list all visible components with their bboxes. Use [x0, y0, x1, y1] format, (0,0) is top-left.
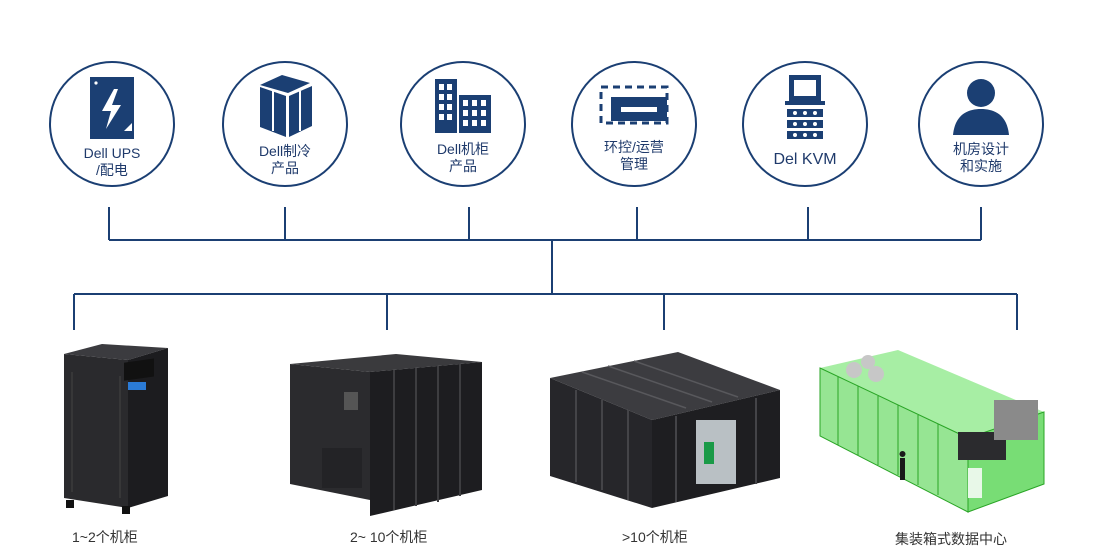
category-label-line2: 管理 [620, 156, 648, 172]
category-label-line2: 产品 [271, 160, 299, 176]
monitoring-screen-icon [599, 85, 669, 125]
person-icon [953, 79, 1009, 135]
ups-battery-icon [90, 77, 134, 139]
cooling-box-icon [260, 75, 312, 137]
category-circle-cabinet: Dell机柜 产品 [400, 61, 526, 187]
category-circle-kvm: Del KVM [742, 61, 868, 187]
category-circle-design: 机房设计 和实施 [918, 61, 1044, 187]
category-label-line2: /配电 [96, 162, 128, 178]
category-label-line2: 和实施 [960, 158, 1002, 174]
container-datacenter-image [819, 350, 1045, 513]
category-label-line1: 机房设计 [953, 141, 1009, 157]
category-circle-monitoring: 环控/运营 管理 [571, 61, 697, 187]
category-circle-ups: Dell UPS /配电 [49, 61, 175, 187]
product-caption: 集装箱式数据中心 [895, 531, 1007, 547]
multi-rack-row-image [290, 354, 482, 516]
category-label-line1: Dell UPS [83, 145, 141, 161]
cabinet-building-icon [435, 79, 491, 133]
single-rack-cabinet-image [64, 344, 168, 514]
category-label-line2: 产品 [449, 158, 477, 174]
category-label-line1: Dell制冷 [258, 143, 312, 159]
category-label-line1: Dell机柜 [436, 141, 490, 157]
product-caption: 1~2个机柜 [72, 529, 138, 545]
contained-aisle-image [550, 352, 780, 508]
kvm-rack-icon [785, 75, 825, 139]
product-caption: 2~ 10个机柜 [350, 529, 428, 545]
product-caption: >10个机柜 [622, 529, 688, 545]
category-circle-cooling: Dell制冷 产品 [222, 61, 348, 187]
category-label-line1: 环控/运营 [604, 139, 664, 155]
category-label-line1: Del KVM [773, 151, 837, 168]
